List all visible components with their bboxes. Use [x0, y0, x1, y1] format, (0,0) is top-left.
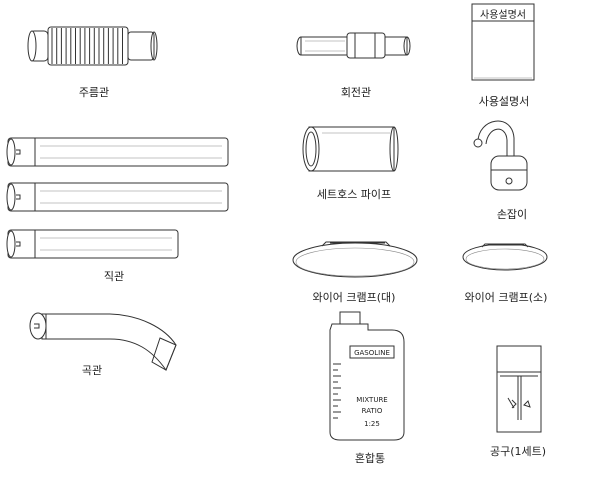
- tools-set-label: 공구(1세트): [489, 445, 547, 458]
- elbow-pipe-drawing: [29, 312, 177, 372]
- mix-tank-label: 혼합통: [354, 452, 386, 465]
- manual-cover-title: 사용설명서: [480, 10, 526, 21]
- wire-clamp-large-label: 와이어 크램프(대): [312, 291, 396, 304]
- straight-pipes-drawing: [6, 137, 229, 259]
- gasoline-tag: GASOLINE: [354, 349, 390, 357]
- set-hose-pipe-label: 세트호스 파이프: [316, 188, 392, 201]
- straight-pipe-label: 직관: [103, 270, 125, 283]
- manual-label: 사용설명서: [478, 95, 530, 108]
- handle-drawing: [473, 120, 528, 191]
- tools-set-drawing: [496, 345, 542, 433]
- bellows-pipe-drawing: [27, 26, 158, 66]
- wire-clamp-small-label: 와이어 크램프(소): [464, 291, 548, 304]
- handle-label: 손잡이: [496, 208, 528, 221]
- set-hose-pipe-drawing: [302, 126, 399, 172]
- mix-tank-line1: MIXTURE: [356, 396, 387, 404]
- mix-tank-drawing: GASOLINE MIXTURE RATIO 1:25: [329, 311, 405, 441]
- manual-booklet-drawing: [471, 3, 535, 81]
- wire-clamp-large-drawing: [292, 241, 418, 278]
- bellows-pipe-label: 주름관: [78, 86, 110, 99]
- mix-tank-line2: RATIO: [362, 407, 383, 415]
- wire-clamp-small-drawing: [462, 243, 548, 271]
- swivel-pipe-drawing: [296, 32, 411, 59]
- elbow-pipe-label: 곡관: [81, 364, 103, 377]
- mix-tank-line3: 1:25: [364, 420, 380, 428]
- swivel-pipe-label: 회전관: [340, 86, 372, 99]
